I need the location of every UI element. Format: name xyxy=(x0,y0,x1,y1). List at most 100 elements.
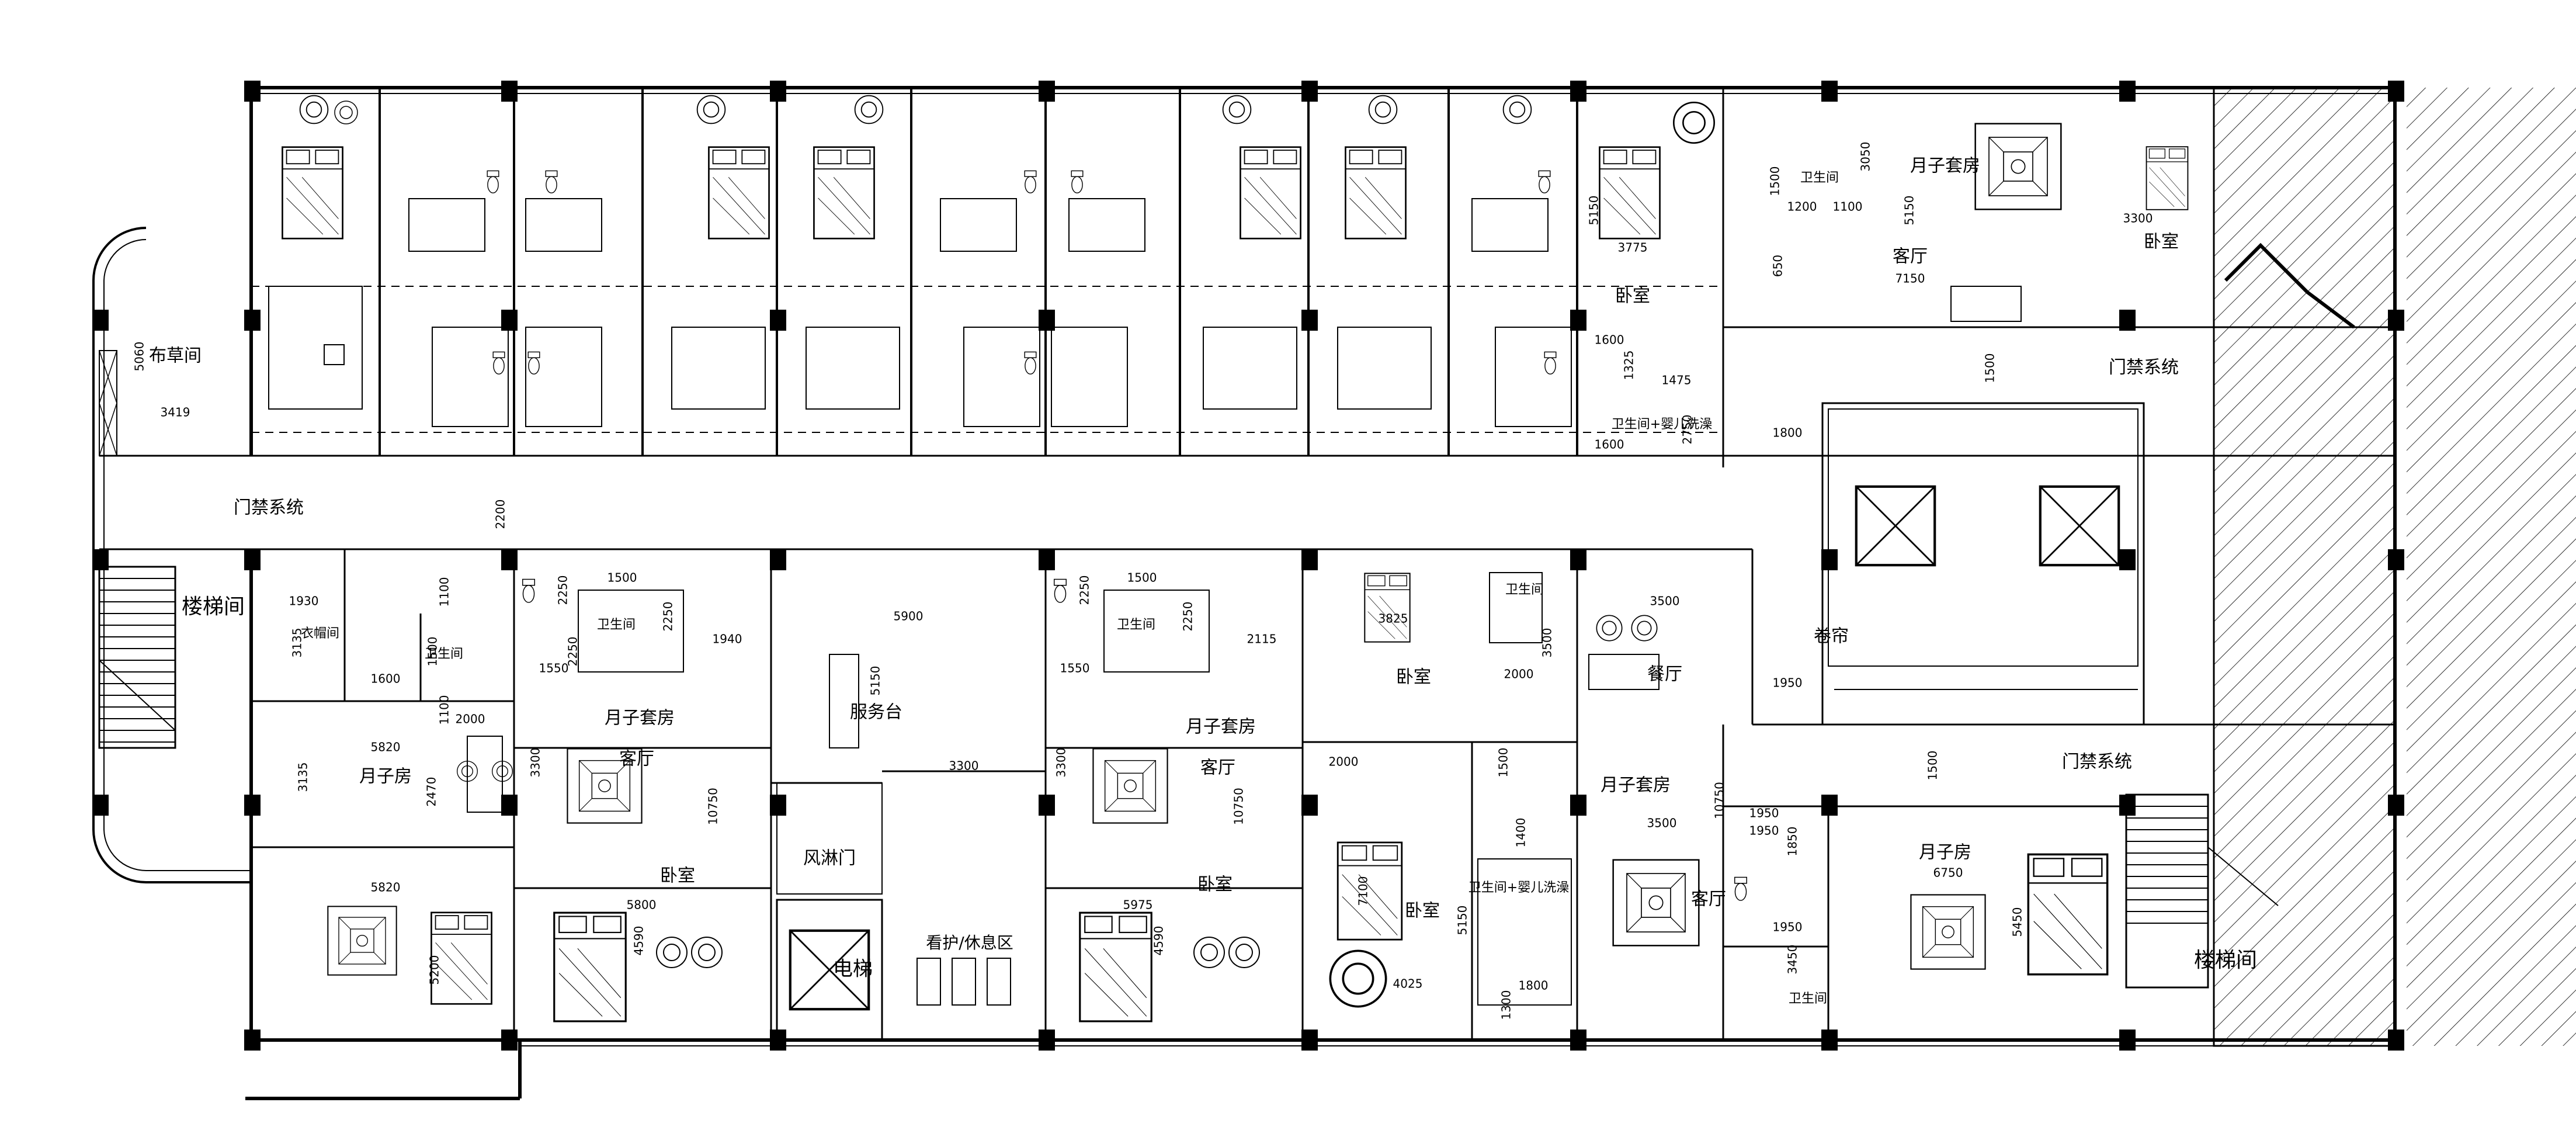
dimension-label: 1600 xyxy=(1595,333,1624,347)
dimension-label: 2000 xyxy=(1504,667,1534,681)
dimension-label: 1930 xyxy=(289,594,319,608)
dimension-label: 1400 xyxy=(1514,818,1528,848)
dimension-label: 4590 xyxy=(1152,926,1166,956)
dimension-label: 3135 xyxy=(290,628,304,658)
dimension-label: 1940 xyxy=(713,632,742,646)
suite-1 xyxy=(514,549,772,1040)
room-label-living3: 客厅 xyxy=(1691,889,1726,910)
dimension-label: 1800 xyxy=(1519,979,1549,993)
dimension-label: 5150 xyxy=(1903,196,1917,226)
hatched-core-far-right xyxy=(2407,88,2576,1046)
dimension-label: 1500 xyxy=(426,637,440,667)
dimension-label: 650 xyxy=(1771,255,1785,277)
dimension-label: 3300 xyxy=(529,748,543,778)
room-label-confine1: 月子房 xyxy=(359,767,412,787)
dimension-label: 1600 xyxy=(1595,438,1624,452)
dimension-label: 5900 xyxy=(894,609,924,623)
dimension-label: 1100 xyxy=(1833,200,1863,214)
dimension-label: 1500 xyxy=(1768,167,1782,196)
dimension-label: 5450 xyxy=(2011,907,2025,937)
dimension-label: 1950 xyxy=(1773,920,1803,934)
room-label-dining: 餐厅 xyxy=(1647,664,1682,685)
dimension-label: 1500 xyxy=(1497,748,1511,778)
room-label-babybath1: 卫生间+婴儿洗澡 xyxy=(1468,881,1569,895)
dimension-label: 2200 xyxy=(494,500,508,529)
dimension-label: 4590 xyxy=(632,926,646,956)
room-label-babybath2: 卫生间+婴儿洗澡 xyxy=(1612,417,1712,432)
dimension-label: 7150 xyxy=(1895,272,1925,286)
room-label-bath5: 卫生间 xyxy=(1800,171,1839,185)
room-label-bed1: 卧室 xyxy=(660,866,695,886)
room-label-bath3: 卫生间 xyxy=(1117,618,1155,632)
room-label-suite1: 月子套房 xyxy=(605,708,675,729)
dimension-label: 1500 xyxy=(1926,751,1940,781)
dimension-label: 4025 xyxy=(1393,977,1423,991)
dimension-label: 2250 xyxy=(1181,602,1195,632)
dimension-label: 3450 xyxy=(1786,945,1800,975)
dimension-label: 2750 xyxy=(1681,415,1695,445)
top-right-suite-furniture xyxy=(1950,123,2355,329)
dimension-label: 1850 xyxy=(1786,827,1800,857)
dimension-label: 1950 xyxy=(1749,824,1779,838)
dimension-label: 1475 xyxy=(1662,373,1692,387)
room-label-bath2: 卫生间 xyxy=(597,618,636,632)
dimension-label: 1550 xyxy=(1060,661,1090,675)
room-label-suite4: 月子套房 xyxy=(1910,156,1980,176)
dimension-label: 10750 xyxy=(1232,788,1246,825)
room-label-stair2: 楼梯间 xyxy=(2194,948,2257,972)
lower-left-furniture xyxy=(327,760,513,1005)
dimension-label: 5975 xyxy=(1123,898,1153,912)
dimension-label: 5060 xyxy=(133,342,147,372)
dimension-label: 2250 xyxy=(1078,576,1092,605)
structural-columns xyxy=(92,81,2404,1051)
room-label-elevator1: 电梯 xyxy=(833,958,873,981)
room-label-care: 看护/休息区 xyxy=(926,933,1013,952)
room-labels: 布草间门禁系统楼梯间卫生间衣帽间月子房卫生间月子套房客厅卧室服务台风淋门电梯看护… xyxy=(149,156,2257,1007)
lower-left-rooms xyxy=(251,549,515,1040)
suite-3 xyxy=(1303,549,1578,1040)
dimension-label: 1200 xyxy=(1787,200,1817,214)
dimension-label: 2470 xyxy=(425,777,439,807)
dimension-label: 5820 xyxy=(371,740,401,754)
room-label-bed3: 卧室 xyxy=(1396,667,1431,688)
room-label-bedtop: 卧室 xyxy=(1615,286,1650,307)
lower-right-room xyxy=(1722,725,2126,1040)
elevator-core xyxy=(1821,402,2145,726)
dimension-label: 1100 xyxy=(438,695,452,725)
dimension-label: 2000 xyxy=(1329,755,1359,769)
room-label-living4: 客厅 xyxy=(1893,247,1928,267)
room-label-access3: 门禁系统 xyxy=(2062,752,2132,772)
dimension-label: 1500 xyxy=(1983,353,1997,383)
room-label-suite3: 月子套房 xyxy=(1601,775,1671,796)
suite-2 xyxy=(1046,549,1304,1040)
room-label-living1: 客厅 xyxy=(619,749,654,770)
dimension-label: 1550 xyxy=(539,661,569,675)
room-label-closet: 衣帽间 xyxy=(301,626,339,641)
dimension-label: 2250 xyxy=(661,602,675,632)
dimension-label: 5150 xyxy=(1456,906,1470,935)
dimension-label: 3825 xyxy=(1379,612,1408,626)
room-label-access1: 门禁系统 xyxy=(234,498,304,518)
room-label-shutter: 卷帘 xyxy=(1814,626,1849,647)
suite-3-furniture xyxy=(1329,573,1700,1008)
dimension-label: 2115 xyxy=(1247,632,1277,646)
room-label-bed2: 卧室 xyxy=(1197,875,1233,895)
dimension-label: 3135 xyxy=(296,762,310,792)
room-label-bed4: 卧室 xyxy=(1405,901,1440,921)
dimension-label: 6750 xyxy=(1933,866,1963,880)
dimension-label: 1500 xyxy=(1127,571,1157,585)
dimension-label: 1100 xyxy=(438,577,452,607)
dimension-label: 1300 xyxy=(1499,990,1513,1020)
dimension-label: 5800 xyxy=(627,898,657,912)
room-label-bath6: 卫生间 xyxy=(1789,992,1827,1006)
dimension-label: 5150 xyxy=(869,666,883,696)
dimension-label: 1500 xyxy=(607,571,637,585)
room-label-airshower: 风淋门 xyxy=(803,848,856,869)
dimension-label: 2000 xyxy=(456,712,485,726)
room-label-suite2: 月子套房 xyxy=(1186,717,1256,737)
room-label-service: 服务台 xyxy=(850,702,902,723)
room-label-confine2: 月子房 xyxy=(1919,843,1971,863)
dimension-label: 5150 xyxy=(1587,196,1601,226)
dimension-label: 3300 xyxy=(1054,748,1068,778)
